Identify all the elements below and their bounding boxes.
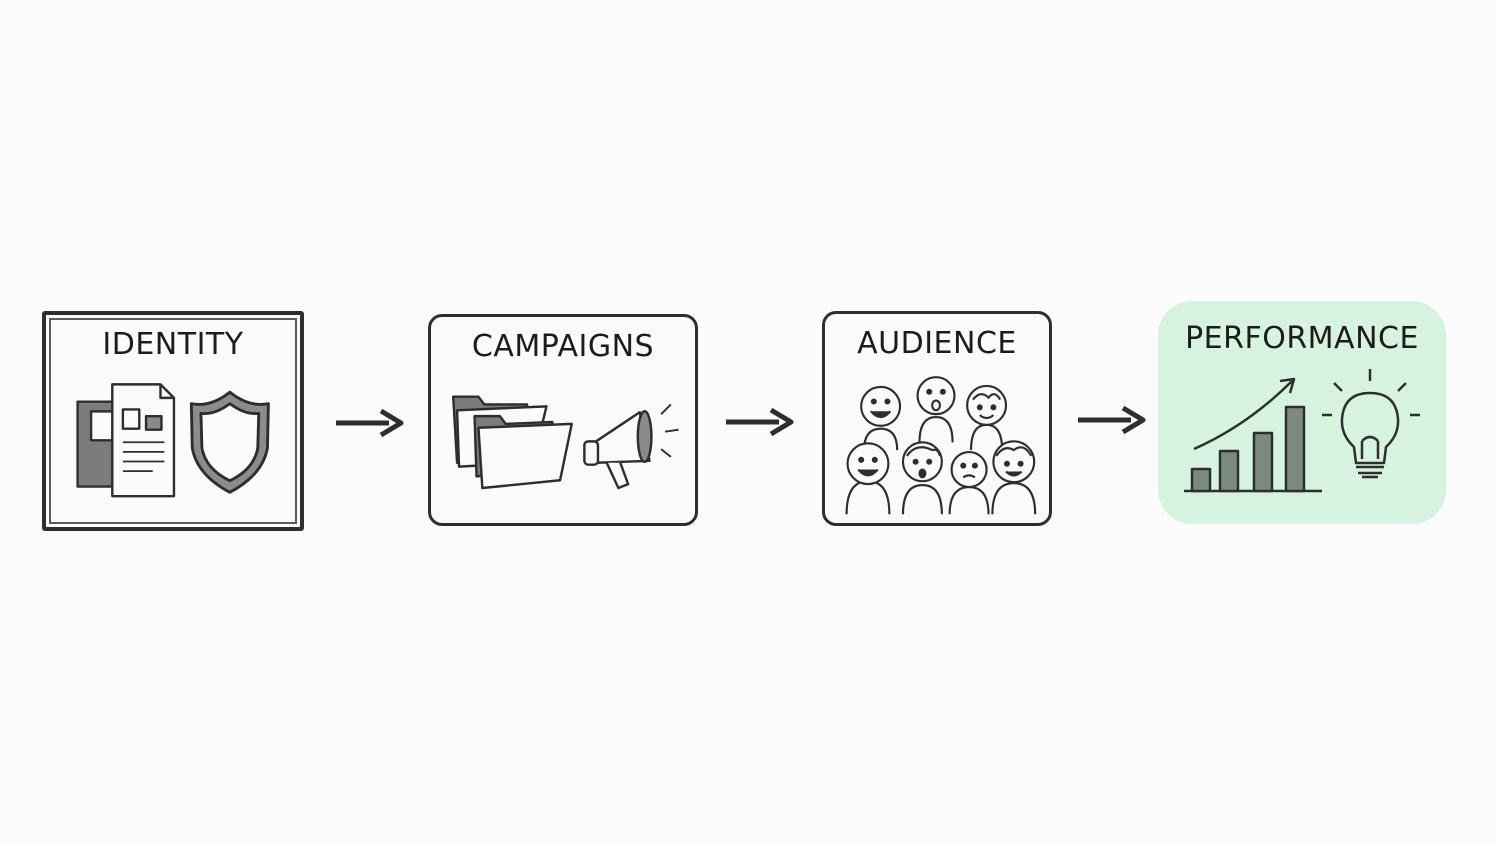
stage-identity: IDENTITY <box>42 311 304 531</box>
stage-audience: AUDIENCE <box>822 311 1052 526</box>
stage-performance-label: PERFORMANCE <box>1185 321 1419 356</box>
people-group-icon <box>845 376 1037 515</box>
identity-art <box>76 383 270 498</box>
bar-chart-icon <box>1184 377 1322 493</box>
arrow-campaigns-to-audience <box>726 407 794 437</box>
stage-campaigns: CAMPAIGNS <box>428 314 698 526</box>
shield-icon <box>189 390 270 494</box>
lightbulb-icon <box>1322 369 1420 479</box>
arrow-audience-to-performance <box>1078 405 1146 435</box>
stage-performance: PERFORMANCE <box>1158 301 1446 524</box>
arrow-identity-to-campaigns <box>336 408 404 438</box>
stage-campaigns-label: CAMPAIGNS <box>471 329 655 364</box>
stage-identity-label: IDENTITY <box>102 327 244 362</box>
documents-icon <box>76 383 176 498</box>
performance-art <box>1184 369 1420 493</box>
megaphone-icon <box>583 403 679 490</box>
audience-art <box>845 376 1037 515</box>
campaigns-art <box>451 395 679 490</box>
folders-icon <box>451 395 573 490</box>
stage-audience-label: AUDIENCE <box>857 326 1017 361</box>
